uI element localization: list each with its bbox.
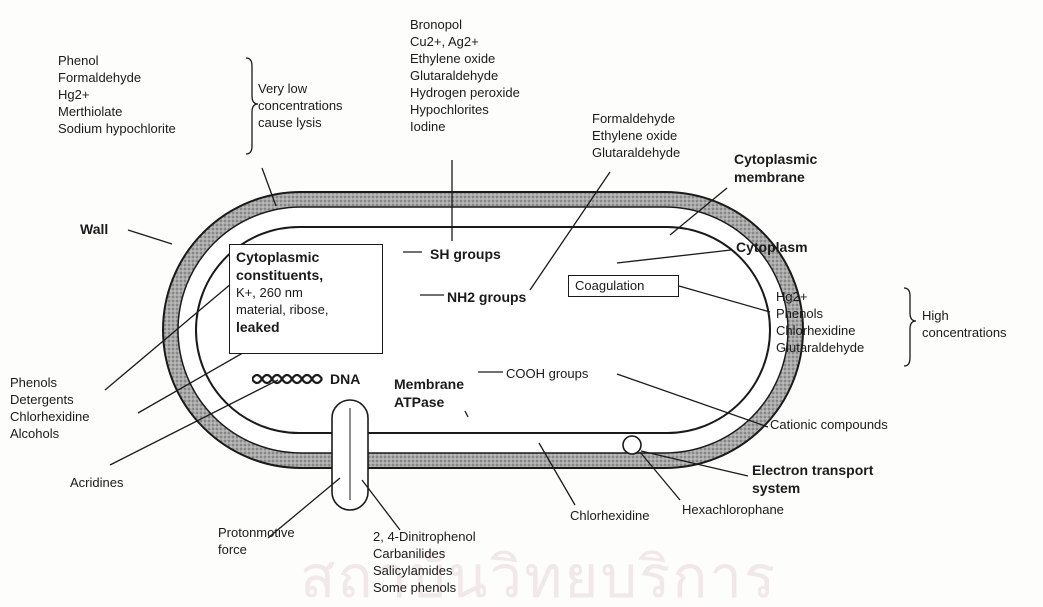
cytoplasmic-membrane-label: Cytoplasmic membrane <box>734 150 817 186</box>
sh-groups-label: SH groups <box>430 245 501 263</box>
constituents-line-3: K+, 260 nm <box>236 284 376 301</box>
membrane-atpase-label: Membrane ATPase <box>394 375 464 411</box>
uncouplers-label: 2, 4-Dinitrophenol Carbanilides Salicyla… <box>373 528 476 596</box>
dna-label: DNA <box>330 370 360 388</box>
constituents-line-5: leaked <box>236 318 376 336</box>
lysis-agents: Phenol Formaldehyde Hg2+ Merthiolate Sod… <box>58 52 176 137</box>
cytoplasm-label: Cytoplasm <box>736 238 808 256</box>
cooh-groups-label: COOH groups <box>506 365 588 382</box>
high-note: High concentrations <box>922 307 1007 341</box>
wall-label: Wall <box>80 220 108 238</box>
cationic-label: Cationic compounds <box>770 416 888 433</box>
constituents-box: Cytoplasmic constituents, K+, 260 nm mat… <box>229 244 383 354</box>
hexachlorophane-label: Hexachlorophane <box>682 501 784 518</box>
dna-helix-icon <box>252 370 328 387</box>
electron-transport-circle <box>623 436 641 454</box>
leader-uncouplers <box>362 480 400 530</box>
leader-wall <box>128 230 172 244</box>
leak-agents: Phenols Detergents Chlorhexidine Alcohol… <box>10 374 90 442</box>
chlorhexidine-label: Chlorhexidine <box>570 507 650 524</box>
high-agents: Hg2+ Phenols Chlorhexidine Glutaraldehyd… <box>776 288 864 356</box>
brace-lysis <box>246 58 258 154</box>
protonmotive-label: Protonmotive force <box>218 524 295 558</box>
constituents-line-4: material, ribose, <box>236 301 376 318</box>
constituents-line-1: Cytoplasmic <box>236 248 376 266</box>
nh2-agents: Formaldehyde Ethylene oxide Glutaraldehy… <box>592 110 680 161</box>
constituents-line-2: constituents, <box>236 266 376 284</box>
electron-transport-label: Electron transport system <box>752 461 873 497</box>
acridines-label: Acridines <box>70 474 123 491</box>
lysis-note: Very low concentrations cause lysis <box>258 80 343 131</box>
coagulation-box: Coagulation <box>568 275 679 297</box>
brace-high <box>904 288 916 366</box>
nh2-groups-label: NH2 groups <box>447 288 526 306</box>
sh-agents: Bronopol Cu2+, Ag2+ Ethylene oxide Gluta… <box>410 16 520 135</box>
